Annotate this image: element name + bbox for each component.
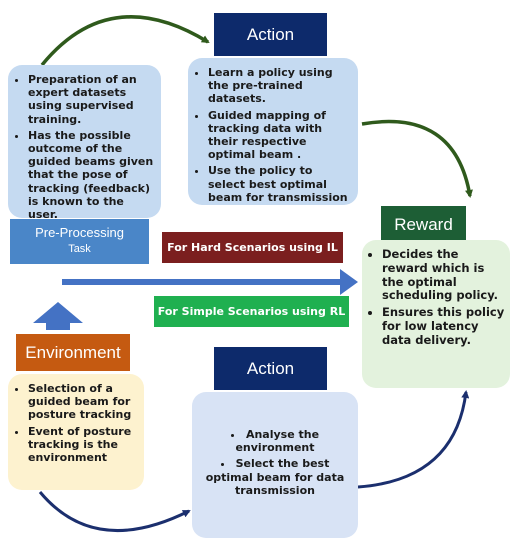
curve-arrow-from-action-bottom: [357, 390, 470, 489]
environment-title: Environment: [25, 343, 121, 362]
reward-bullet: Ensures this policy for low latency data…: [382, 305, 506, 347]
environment-bullet: Event of posture tracking is the environ…: [28, 425, 140, 465]
action-bottom-bullet: Select the best optimal beam for data tr…: [200, 457, 350, 497]
preprocessing-bullet: Has the possible outcome of the guided b…: [28, 129, 155, 221]
action-top-title: Action: [246, 25, 295, 44]
action-bottom-panel: Analyse the environment Select the best …: [192, 392, 358, 538]
curve-arrow-to-reward: [361, 119, 473, 198]
curve-arrow-to-action-top: [40, 15, 210, 67]
hard-scenario-text: For Hard Scenarios using IL: [167, 241, 338, 254]
preprocessing-label: Pre-Processing Task: [10, 219, 149, 264]
action-top-bullet: Guided mapping of tracking data with the…: [208, 109, 350, 162]
environment-bullet: Selection of a guided beam for posture t…: [28, 382, 140, 422]
action-bottom-header: Action: [214, 347, 327, 390]
action-top-header: Action: [214, 13, 327, 56]
hard-scenario-label: For Hard Scenarios using IL: [162, 232, 343, 263]
simple-scenario-label: For Simple Scenarios using RL: [154, 296, 349, 327]
up-arrow: [33, 302, 83, 330]
reward-title: Reward: [394, 214, 453, 234]
curve-arrow-to-action-bottom: [38, 491, 191, 533]
action-bottom-bullet: Analyse the environment: [200, 428, 350, 454]
environment-panel: Selection of a guided beam for posture t…: [8, 374, 144, 490]
reward-bullet: Decides the reward which is the optimal …: [382, 247, 506, 303]
action-bottom-title: Action: [246, 359, 295, 378]
main-flow-arrow: [62, 269, 358, 295]
action-top-bullet: Learn a policy using the pre-trained dat…: [208, 66, 350, 106]
preprocessing-label-line2: Task: [68, 242, 91, 255]
reward-header: Reward: [381, 206, 466, 242]
simple-scenario-text: For Simple Scenarios using RL: [157, 305, 346, 318]
preprocessing-label-line1: Pre-Processing: [35, 225, 124, 240]
preprocessing-panel: Preparation of an expert datasets using …: [8, 65, 161, 221]
preprocessing-bullet: Preparation of an expert datasets using …: [28, 73, 155, 126]
action-top-panel: Learn a policy using the pre-trained dat…: [188, 58, 358, 205]
action-top-bullet: Use the policy to select best optimal be…: [208, 164, 350, 204]
environment-header: Environment: [16, 334, 130, 371]
reward-panel: Decides the reward which is the optimal …: [362, 240, 510, 388]
